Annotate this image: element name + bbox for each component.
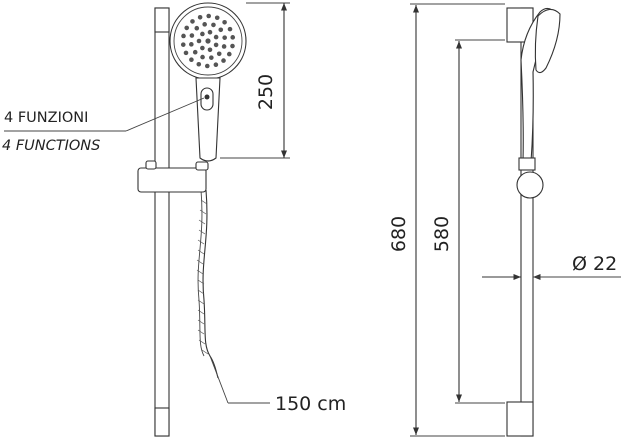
side-slider-ball xyxy=(516,171,544,199)
nozzle-dot xyxy=(196,61,202,67)
nozzle-dot xyxy=(221,58,226,63)
rail-top-cap xyxy=(154,7,170,33)
rail-bottom-cap xyxy=(154,407,170,437)
hose-leader xyxy=(209,355,229,404)
slider-knob xyxy=(145,160,157,170)
nozzle-dot xyxy=(180,42,186,47)
function-selector-dot xyxy=(204,94,210,100)
dim-diameter-text: Ø 22 xyxy=(572,253,617,275)
side-shower-head xyxy=(534,8,561,74)
nozzle-dot xyxy=(200,45,205,51)
rail-bar xyxy=(154,7,170,437)
nozzle-dot xyxy=(206,13,212,19)
slider-holder xyxy=(137,167,207,193)
dim-580-text: 580 xyxy=(431,216,453,252)
shower-head-ring xyxy=(173,6,243,76)
nozzle-dot xyxy=(222,35,227,40)
shower-hose xyxy=(202,189,219,379)
label-functions-it: 4 FUNZIONI xyxy=(4,110,88,126)
nozzle-dot xyxy=(213,42,219,48)
dim-hose-text: 150 cm xyxy=(275,393,346,415)
nozzle-dot xyxy=(207,47,213,53)
nozzle-dot xyxy=(202,22,207,27)
nozzle-dot xyxy=(200,54,205,60)
nozzle-dot xyxy=(183,50,189,56)
nozzle-dot xyxy=(216,51,222,57)
nozzle-dot xyxy=(189,33,195,38)
dim-250-text: 250 xyxy=(255,74,277,110)
front-view: 250 4 FUNZIONI 4 FUNCTIONS 150 cm xyxy=(2,2,346,437)
side-view: 680 580 Ø 22 xyxy=(388,3,621,437)
nozzle-dot xyxy=(213,34,219,40)
nozzle-dot xyxy=(194,25,200,31)
nozzle-dot xyxy=(184,25,190,31)
side-rail-bottom-bracket xyxy=(506,401,534,437)
nozzle-dot xyxy=(222,20,227,25)
nozzle-dot xyxy=(196,38,202,44)
dim-680-text: 680 xyxy=(388,216,410,252)
nozzle-dot xyxy=(230,35,236,40)
nozzle-dot xyxy=(226,51,232,57)
nozzle-dot xyxy=(205,38,211,44)
nozzle-dot xyxy=(190,19,195,24)
nozzle-dot xyxy=(197,14,203,20)
nozzle-dot xyxy=(213,62,219,68)
nozzle-dot xyxy=(230,43,235,49)
nozzle-dot xyxy=(189,42,194,47)
shower-hose-inner xyxy=(197,189,205,357)
nozzle-dot xyxy=(209,55,214,60)
label-functions-en: 4 FUNCTIONS xyxy=(2,138,100,154)
shower-nozzles xyxy=(180,13,236,69)
nozzle-dot xyxy=(214,15,220,21)
holder-clip xyxy=(195,161,209,171)
nozzle-dot xyxy=(200,31,205,37)
nozzle-dot xyxy=(189,57,194,62)
nozzle-dot xyxy=(192,49,198,55)
nozzle-dot xyxy=(211,22,216,28)
nozzle-dot xyxy=(218,27,224,33)
side-holder-block xyxy=(518,157,536,171)
nozzle-dot xyxy=(204,63,210,69)
nozzle-dot xyxy=(181,33,186,39)
nozzle-dot xyxy=(221,44,227,49)
hose-coil-marks xyxy=(196,199,209,355)
nozzle-dot xyxy=(207,29,213,35)
functions-leader xyxy=(125,97,205,132)
nozzle-dot xyxy=(227,26,233,32)
